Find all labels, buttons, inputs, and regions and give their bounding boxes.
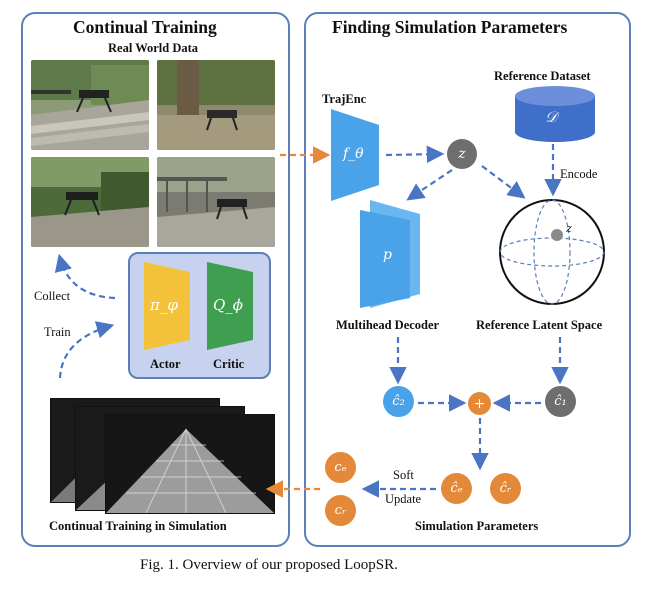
collect-label: Collect (34, 289, 71, 303)
critic-label: Critic (213, 357, 245, 371)
latent-z-symbol: z (458, 146, 466, 162)
ce-symbol: cₑ (334, 460, 347, 475)
decoder-symbol: p (383, 247, 392, 263)
dataset-symbol: 𝒟 (545, 108, 557, 126)
sphere-z-symbol: z (566, 222, 572, 235)
multihead-decoder-label: Multihead Decoder (336, 318, 440, 332)
c1-symbol: ĉ₁ (554, 394, 567, 409)
reference-latent-space-label: Reference Latent Space (476, 318, 603, 332)
simulation-parameters-label: Simulation Parameters (415, 519, 539, 533)
multihead-decoder-block (360, 200, 420, 308)
real-world-data-label: Real World Data (108, 41, 199, 55)
sim-label: Continual Training in Simulation (49, 519, 227, 533)
update-label: Update (385, 492, 422, 506)
train-label: Train (44, 325, 71, 339)
critic-symbol: Q_ϕ (213, 296, 244, 314)
real-world-photo-tree (157, 60, 275, 150)
c2-node: ĉ₂ (383, 386, 414, 417)
real-world-photo-stairs (31, 60, 149, 150)
cr-hat-node: ĉᵣ (490, 473, 521, 504)
trajenc-label: TrajEnc (322, 92, 367, 106)
plus-node: + (468, 392, 491, 415)
real-world-photo-ramp (157, 157, 275, 247)
cr-node: cᵣ (325, 495, 356, 526)
cr-hat-symbol: ĉᵣ (499, 481, 512, 496)
sim-terrain-front (105, 414, 275, 514)
reference-latent-sphere (497, 197, 607, 307)
continual-training-title: Continual Training (73, 17, 217, 37)
reference-dataset-label: Reference Dataset (494, 69, 591, 83)
actor-block (144, 262, 190, 350)
cr-symbol: cᵣ (334, 503, 347, 518)
real-world-photo-garden (31, 157, 149, 247)
finding-sim-params-title: Finding Simulation Parameters (332, 17, 568, 37)
latent-z-node: z (447, 139, 477, 169)
c2-symbol: ĉ₂ (392, 394, 405, 409)
encode-label: Encode (560, 167, 598, 181)
soft-label: Soft (393, 468, 414, 482)
figure-caption: Fig. 1. Overview of our proposed LoopSR. (140, 557, 398, 573)
actor-symbol: π_φ (150, 296, 178, 314)
ce-node: cₑ (325, 452, 356, 483)
reference-dataset-cylinder (515, 86, 595, 142)
ce-hat-node: ĉₑ (441, 473, 472, 504)
trajenc-encoder-block (331, 109, 379, 201)
ce-hat-symbol: ĉₑ (450, 481, 463, 496)
c1-node: ĉ₁ (545, 386, 576, 417)
plus-symbol: + (473, 395, 486, 412)
actor-label: Actor (150, 357, 181, 371)
encoder-symbol: f_θ (343, 146, 364, 162)
critic-block (207, 262, 253, 350)
